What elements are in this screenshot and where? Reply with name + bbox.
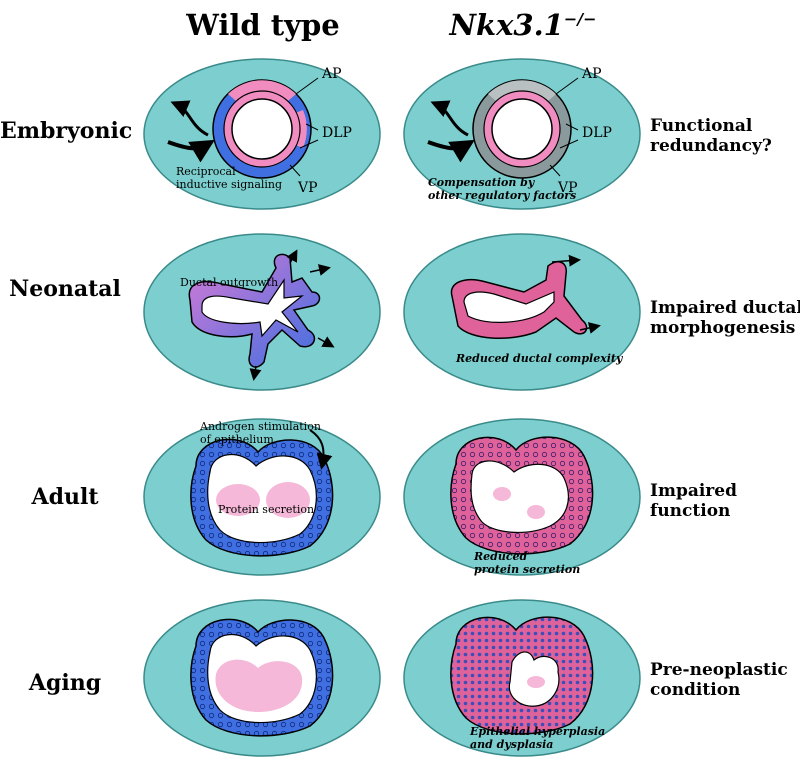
adult-wt-gland (190, 438, 334, 557)
reciprocal-label-line1: Reciprocal (176, 165, 236, 178)
neonatal-mut-arrows (551, 254, 601, 334)
row-label-adult: Adult (31, 484, 99, 510)
reduced-complexity-label: Reduced ductal complexity (455, 352, 624, 365)
outcome-aging-line2: condition (650, 680, 741, 700)
hyperplasia-label-line2: and dysplasia (470, 738, 553, 751)
outcome-neonatal-line2: morphogenesis (650, 318, 796, 338)
reduced-secretion-label-line2: protein secretion (474, 563, 580, 576)
androgen-label-line2: of epithelium (200, 433, 274, 446)
zone-dlp-mut: DLP (582, 125, 612, 141)
mutant-genotype-superscript: −/− (563, 9, 597, 29)
reduced-secretion-label-line1: Reduced (473, 550, 528, 563)
outcome-neonatal: Impaired ductal morphogenesis (650, 298, 800, 338)
compensation-label-line1: Compensation by (428, 176, 536, 189)
adult-mut-gland (450, 436, 594, 555)
neonatal-wt-duct (188, 253, 321, 368)
embryonic-mut-zone-lines (549, 77, 579, 177)
embryonic-wt-zone-lines (289, 77, 319, 177)
protein-secretion-label: Protein secretion (218, 503, 314, 516)
zone-vp-wt: VP (297, 180, 318, 196)
aging-wt-gland (190, 618, 334, 737)
androgen-label-line1: Androgen stimulation (199, 420, 321, 433)
outcome-aging-line1: Pre-neoplastic (650, 660, 788, 680)
row-label-embryonic: Embryonic (0, 118, 133, 144)
aging-mut-gland (450, 616, 594, 735)
outcome-embryonic-line2: redundancy? (650, 136, 772, 156)
neonatal-mut-duct (450, 261, 588, 339)
mutant-gene-name: Nkx3.1 (449, 8, 564, 42)
hyperplasia-label-line1: Epithelial hyperplasia (469, 725, 605, 738)
zone-vp-mut: VP (557, 180, 578, 196)
embryonic-wt-arrows (167, 100, 215, 163)
reciprocal-label-line2: inductive signaling (176, 178, 282, 191)
zone-dlp-wt: DLP (322, 125, 352, 141)
mutant-title: Nkx3.1−/− (408, 8, 638, 42)
androgen-arrow (309, 429, 333, 470)
neonatal-wt-arrows (249, 249, 335, 381)
wild-type-title: Wild type (186, 8, 340, 42)
zone-ap-mut: AP (581, 66, 602, 82)
outcome-embryonic: Functional redundancy? (650, 116, 772, 156)
outcome-adult: Impaired function (650, 481, 737, 521)
ductal-outgrowth-label: Ductal outgrowth (180, 276, 278, 289)
outcome-adult-line1: Impaired (650, 481, 737, 501)
row-label-aging: Aging (28, 670, 102, 696)
row-label-neonatal: Neonatal (9, 276, 121, 302)
zone-ap-wt: AP (321, 66, 342, 82)
outcome-neonatal-line1: Impaired ductal (650, 298, 800, 318)
outcome-adult-line2: function (650, 501, 731, 521)
embryonic-mut-rings (472, 79, 572, 179)
embryonic-wt-rings (212, 79, 312, 179)
embryonic-mut-arrows (427, 100, 475, 163)
compensation-label-line2: other regulatory factors (428, 189, 576, 202)
outcome-embryonic-line1: Functional (650, 116, 753, 136)
outcome-aging: Pre-neoplastic condition (650, 660, 788, 700)
